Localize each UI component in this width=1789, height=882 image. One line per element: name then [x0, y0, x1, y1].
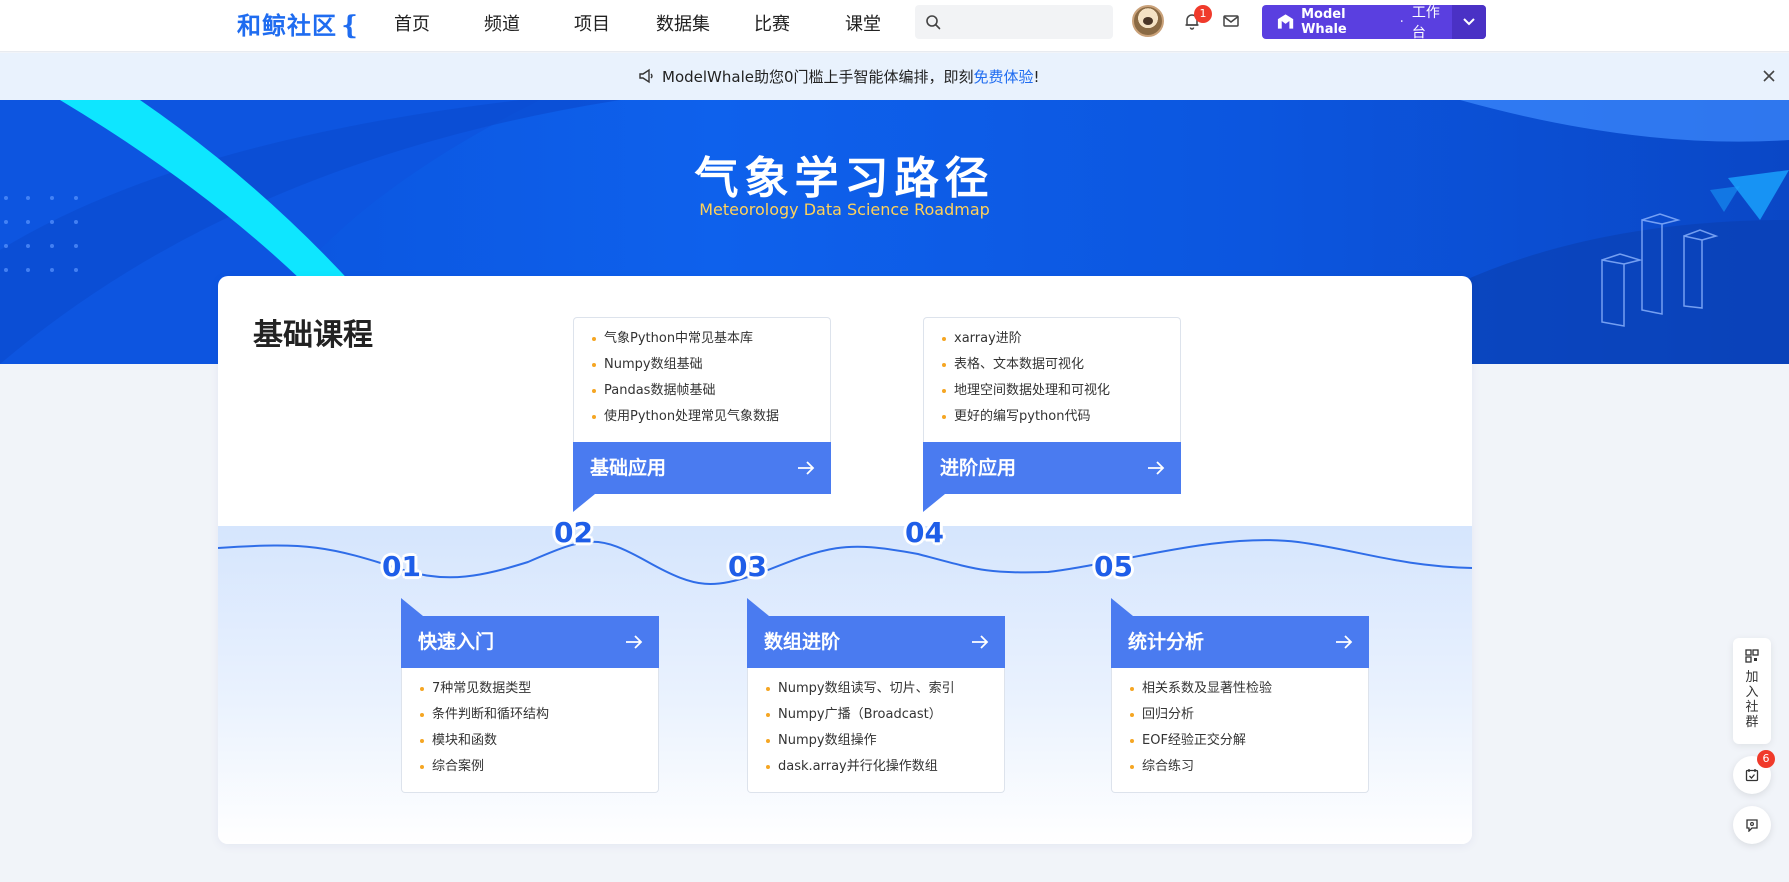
workspace-main[interactable]: Model Whale · 工作台 [1262, 5, 1452, 39]
topic-item: 表格、文本数据可视化 [924, 352, 1180, 378]
topic-item: 地理空间数据处理和可视化 [924, 378, 1180, 404]
chevron-down-icon [1463, 18, 1475, 26]
topic-item: Numpy数组读写、切片、索引 [748, 676, 1004, 702]
topic-item: 回归分析 [1112, 702, 1368, 728]
topic-item: 7种常见数据类型 [402, 676, 658, 702]
module-title[interactable]: 数组进阶 [747, 616, 1005, 668]
arrow-right-icon [1336, 635, 1353, 649]
banner-subtitle: Meteorology Data Science Roadmap [699, 200, 990, 219]
topic-item: 条件判断和循环结构 [402, 702, 658, 728]
module-topics: xarray进阶 表格、文本数据可视化 地理空间数据处理和可视化 更好的编写py… [923, 317, 1181, 442]
topic-item: dask.array并行化操作数组 [748, 754, 1004, 780]
topic-item: 使用Python处理常见气象数据 [574, 404, 830, 430]
qrcode-icon [1745, 649, 1759, 663]
arrow-right-icon [972, 635, 989, 649]
module-advanced-application[interactable]: xarray进阶 表格、文本数据可视化 地理空间数据处理和可视化 更好的编写py… [923, 317, 1181, 512]
section-title: 基础课程 [253, 318, 373, 353]
module-statistical-analysis[interactable]: 统计分析 相关系数及显著性检验 回归分析 EOF经验正交分解 综合练习 [1111, 598, 1369, 793]
avatar[interactable] [1132, 5, 1164, 37]
module-pointer [923, 494, 945, 512]
calendar-check-icon [1745, 769, 1759, 782]
module-pointer [573, 494, 595, 512]
feedback-icon [1746, 819, 1758, 832]
nav-projects[interactable]: 项目 [574, 14, 610, 35]
nav-home[interactable]: 首页 [394, 14, 430, 35]
workspace-dropdown[interactable] [1452, 5, 1486, 39]
module-title[interactable]: 快速入门 [401, 616, 659, 668]
module-topics: 相关系数及显著性检验 回归分析 EOF经验正交分解 综合练习 [1111, 668, 1369, 793]
module-title[interactable]: 基础应用 [573, 442, 831, 494]
module-array-advanced[interactable]: 数组进阶 Numpy数组读写、切片、索引 Numpy广播（Broadcast） … [747, 598, 1005, 793]
megaphone-icon [639, 68, 653, 84]
nav-datasets[interactable]: 数据集 [656, 14, 710, 35]
module-topics: 7种常见数据类型 条件判断和循环结构 模块和函数 综合案例 [401, 668, 659, 793]
topic-item: Numpy数组操作 [748, 728, 1004, 754]
topic-item: Pandas数据帧基础 [574, 378, 830, 404]
nav-competitions[interactable]: 比赛 [754, 14, 790, 35]
message-button[interactable] [1223, 13, 1239, 32]
logo-mark-icon: ❴ [339, 11, 362, 41]
topic-item: 模块和函数 [402, 728, 658, 754]
topic-item: Numpy数组基础 [574, 352, 830, 378]
announcement-text: ModelWhale助您0门槛上手智能体编排，即刻免费体验! [662, 68, 1040, 86]
module-topics: Numpy数组读写、切片、索引 Numpy广播（Broadcast） Numpy… [747, 668, 1005, 793]
notification-badge: 1 [1194, 5, 1212, 23]
module-basic-application[interactable]: 气象Python中常见基本库 Numpy数组基础 Pandas数据帧基础 使用P… [573, 317, 831, 512]
module-pointer [401, 598, 423, 616]
topic-item: 综合练习 [1112, 754, 1368, 780]
topic-item: 相关系数及显著性检验 [1112, 676, 1368, 702]
notification-button[interactable]: 1 [1184, 5, 1212, 34]
mail-icon [1223, 15, 1239, 27]
topic-item: 综合案例 [402, 754, 658, 780]
close-icon[interactable] [1762, 69, 1776, 83]
nav-channel[interactable]: 频道 [484, 14, 520, 35]
course-card: 基础课程 01 02 03 04 05 气象Python中常见基本库 Numpy… [218, 276, 1472, 844]
workspace-button[interactable]: Model Whale · 工作台 [1262, 5, 1486, 39]
workspace-label: 工作台 [1411, 5, 1440, 39]
arrow-right-icon [798, 461, 815, 475]
search-icon [926, 15, 941, 30]
module-title[interactable]: 进阶应用 [923, 442, 1181, 494]
modelwhale-logo-icon [1277, 14, 1294, 29]
step-number-02: 02 [554, 516, 593, 549]
module-topics: 气象Python中常见基本库 Numpy数组基础 Pandas数据帧基础 使用P… [573, 317, 831, 442]
module-title[interactable]: 统计分析 [1111, 616, 1369, 668]
step-number-01: 01 [382, 550, 421, 583]
module-pointer [1111, 598, 1133, 616]
tasks-button[interactable]: 6 [1733, 750, 1775, 794]
arrow-right-icon [626, 635, 643, 649]
banner-title: 气象学习路径 [694, 153, 995, 204]
join-community-label: 加入社群 [1745, 670, 1759, 730]
logo[interactable]: 和鲸社区❴ [237, 11, 362, 41]
roadmap-wave [218, 539, 1472, 585]
announcement-bar: ModelWhale助您0门槛上手智能体编排，即刻免费体验! [0, 53, 1789, 100]
topic-item: xarray进阶 [924, 326, 1180, 352]
step-number-05: 05 [1094, 550, 1133, 583]
step-number-04: 04 [905, 516, 944, 549]
topic-item: 更好的编写python代码 [924, 404, 1180, 430]
join-community-button[interactable]: 加入社群 [1733, 638, 1771, 744]
topic-item: EOF经验正交分解 [1112, 728, 1368, 754]
topic-item: Numpy广播（Broadcast） [748, 702, 1004, 728]
step-number-03: 03 [728, 550, 767, 583]
workspace-separator: · [1399, 14, 1404, 30]
top-nav: 和鲸社区❴ 首页 频道 项目 数据集 比赛 课堂 1 Model Whale ·… [0, 0, 1789, 52]
topic-item: 气象Python中常见基本库 [574, 326, 830, 352]
nav-classroom[interactable]: 课堂 [845, 14, 881, 35]
search-input[interactable] [915, 5, 1113, 39]
workspace-brand: Model Whale [1301, 7, 1347, 37]
feedback-button[interactable] [1733, 806, 1771, 844]
free-trial-link[interactable]: 免费体验 [973, 68, 1034, 86]
module-quick-start[interactable]: 快速入门 7种常见数据类型 条件判断和循环结构 模块和函数 综合案例 [401, 598, 659, 793]
module-pointer [747, 598, 769, 616]
arrow-right-icon [1148, 461, 1165, 475]
tasks-badge: 6 [1757, 750, 1775, 768]
